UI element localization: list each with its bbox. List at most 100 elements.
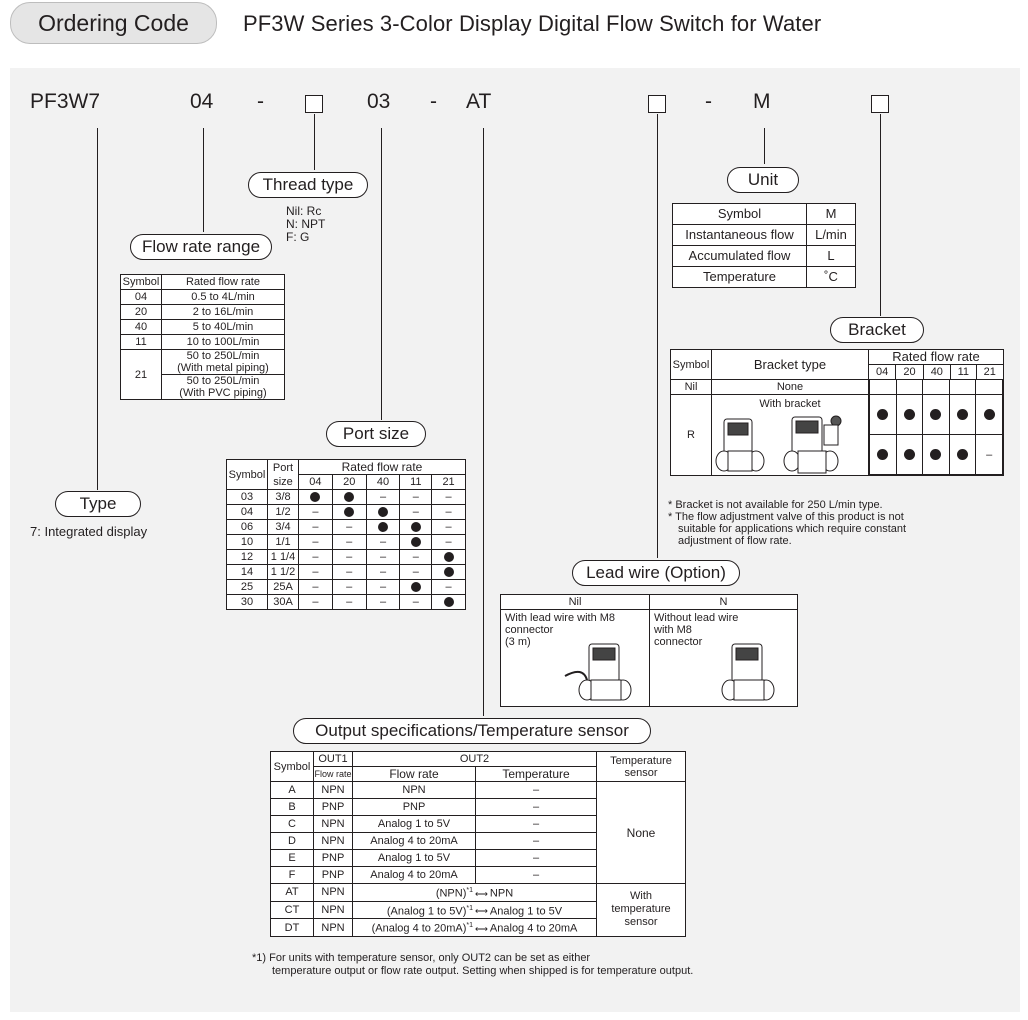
table-cell <box>399 579 433 595</box>
table-cell <box>331 504 367 520</box>
col-header: 40 <box>922 364 951 380</box>
table-cell: 04 <box>226 504 268 520</box>
table-cell <box>431 564 466 580</box>
col-header: Nil <box>500 594 650 610</box>
col-header: Temperature <box>475 766 597 782</box>
table-cell: – <box>331 549 367 565</box>
lead-leader <box>657 114 658 558</box>
table-cell: B <box>270 798 314 816</box>
type-text: 7: Integrated display <box>30 524 148 539</box>
table-cell <box>365 519 401 535</box>
unit-leader <box>764 128 765 164</box>
table-cell: (Analog 1 to 5V)*1⟷Analog 1 to 5V <box>352 900 597 920</box>
table-cell: 04 <box>120 289 162 305</box>
col-header: OUT1 <box>313 751 353 767</box>
lead-nil-cell: With lead wire with M8 connector (3 m) <box>500 609 650 707</box>
table-cell: NPN <box>352 781 476 799</box>
table-row: – <box>869 434 1003 475</box>
unit-label: Unit <box>727 167 799 193</box>
col-header: N <box>649 594 798 610</box>
table-cell: 40 <box>120 319 162 335</box>
table-cell <box>948 380 977 395</box>
table-cell: – <box>365 564 401 580</box>
code-port-size: 03 <box>367 90 391 113</box>
table-cell: 12 <box>226 549 268 565</box>
bidirectional-arrow-icon: ⟷ <box>475 923 488 934</box>
code-dash: - <box>257 90 264 113</box>
table-cell: F <box>270 866 314 884</box>
thread-npt: N: NPT <box>286 217 326 231</box>
thread-leader <box>314 114 315 170</box>
table-cell: Analog 4 to 20mA <box>352 832 476 850</box>
ordering-code-pill: Ordering Code <box>10 2 217 44</box>
table-cell <box>922 394 950 435</box>
col-header: Flow rate <box>352 766 476 782</box>
table-cell: E <box>270 849 314 867</box>
note-line: adjustment of flow rate. <box>678 535 792 547</box>
available-dot-icon <box>957 409 969 421</box>
switch-from: (Analog 4 to 20mA) <box>371 922 467 935</box>
table-cell: 20 <box>120 304 162 320</box>
table-cell: – <box>475 832 597 850</box>
lead-nil-text: With lead wire with M8 connector (3 m) <box>505 612 616 648</box>
table-cell: 11 <box>120 334 162 350</box>
table-cell: – <box>975 434 1003 475</box>
table-cell: L/min <box>806 224 856 246</box>
port-size-table: Symbol Port size Rated flow rate 04 20 4… <box>226 459 466 610</box>
table-cell: – <box>331 534 367 550</box>
table-cell: 10 to 100L/min <box>161 334 285 350</box>
available-dot-icon <box>930 449 942 461</box>
code-dash: - <box>705 90 712 113</box>
lead-wire-table: Nil N With lead wire with M8 connector (… <box>500 594 798 707</box>
table-cell: Nil <box>670 379 712 395</box>
table-cell: 03 <box>226 489 268 505</box>
table-cell: PNP <box>313 798 353 816</box>
bidirectional-arrow-icon: ⟷ <box>475 906 488 917</box>
table-cell <box>975 394 1003 435</box>
table-row <box>869 394 1003 435</box>
bracket-label: Bracket <box>830 317 924 343</box>
table-cell: 0.5 to 4L/min <box>161 289 285 305</box>
table-cell <box>948 434 977 475</box>
table-cell: Temperature <box>672 266 807 288</box>
note-line: suitable for applications which require … <box>678 523 907 535</box>
table-cell: DT <box>270 918 314 937</box>
available-dot-icon <box>877 409 889 421</box>
table-row <box>869 380 1003 395</box>
table-cell: Analog 1 to 5V <box>352 815 476 833</box>
output-notes: *1) For units with temperature sensor, o… <box>252 952 693 978</box>
output-spec-table: Symbol OUT1 OUT2 Temperature sensor Flow… <box>270 751 686 937</box>
table-cell: Instantaneous flow <box>672 224 807 246</box>
note-line: * The flow adjustment valve of this prod… <box>668 511 904 523</box>
col-header: M <box>806 203 856 225</box>
table-cell: – <box>399 504 433 520</box>
available-dot-icon <box>344 492 355 503</box>
table-cell <box>895 434 924 475</box>
bracket-marks-grid: – <box>869 380 1003 475</box>
table-cell: NPN <box>313 900 353 920</box>
col-header: Symbol <box>270 751 314 782</box>
bidirectional-arrow-icon: ⟷ <box>475 888 488 899</box>
table-cell: – <box>298 549 333 565</box>
col-header: 11 <box>949 364 977 380</box>
table-cell: – <box>431 534 466 550</box>
type-label: Type <box>55 491 141 517</box>
table-cell: 30 <box>226 594 268 610</box>
output-spec-label: Output specifications/Temperature sensor <box>293 718 651 744</box>
available-dot-icon <box>983 409 995 421</box>
available-dot-icon <box>410 582 421 593</box>
flow-leader <box>203 128 204 232</box>
footnote-marker: *1 <box>466 887 474 894</box>
bracket-product-images <box>715 415 842 474</box>
code-dash: - <box>430 90 437 113</box>
col-header: Symbol <box>226 459 268 490</box>
